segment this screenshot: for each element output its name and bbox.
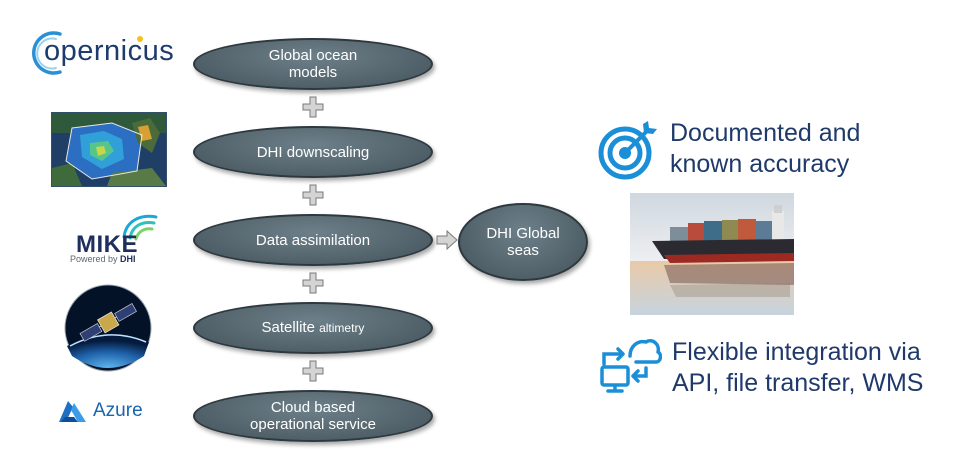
node-global-ocean-models-label: Global ocean models [268,47,358,81]
integration-feature: Flexible integration via API, file trans… [672,337,923,399]
node-dhi-downscaling: DHI downscaling [193,126,433,178]
node-satellite-altimetry: Satellite altimetry [193,302,433,354]
node-data-assimilation: Data assimilation [193,214,433,266]
integration-line-2: API, file transfer, WMS [672,369,924,397]
satellite-image [64,284,152,372]
node-data-assimilation-label: Data assimilation [255,231,371,249]
plus-connector-icon [302,184,324,206]
altimetry-main-text: Satellite [261,319,320,336]
container-ship-image [630,193,794,315]
mike-tagline: Powered by DHI [70,254,136,264]
node-dhi-downscaling-label: DHI downscaling [256,143,370,161]
azure-wordmark: Azure [93,400,143,421]
mike-tagline-prefix: Powered by [70,254,121,264]
azure-mark [59,401,86,422]
target-icon [598,121,657,180]
cloud-sync-monitor-icon [600,339,662,393]
mike-tagline-brand: DHI [120,254,136,264]
mike-wave-mark [122,214,158,241]
integration-line-1: Flexible integration via [672,338,921,366]
mike-logo: MIKE Powered by DHI [70,211,170,264]
mike-wordmark: MIKE [76,231,138,258]
copernicus-logo: opernicus [30,28,180,76]
accuracy-line-2: known accuracy [670,150,850,178]
node-global-ocean-models: Global ocean models [193,38,433,90]
node-satellite-altimetry-label: Satellite altimetry [262,319,365,337]
altimetry-small-text: altimetry [319,321,365,335]
plus-connector-icon [302,360,324,382]
node-dhi-global-seas-label: DHI Global seas [486,225,560,259]
plus-connector-icon [302,272,324,294]
node-cloud-operational-service-label: Cloud based operational service [250,399,376,433]
node-dhi-global-seas: DHI Global seas [458,203,588,281]
right-arrow-icon [436,230,458,250]
copernicus-wordmark: opernicus [44,35,175,67]
copernicus-dot [137,36,143,42]
regional-map-image [51,112,167,187]
azure-logo: Azure [57,399,157,425]
accuracy-line-1: Documented and [670,119,861,147]
node-cloud-operational-service: Cloud based operational service [193,390,433,442]
plus-connector-icon [302,96,324,118]
accuracy-feature: Documented and known accuracy [670,118,860,180]
copernicus-c-mark [32,31,62,75]
